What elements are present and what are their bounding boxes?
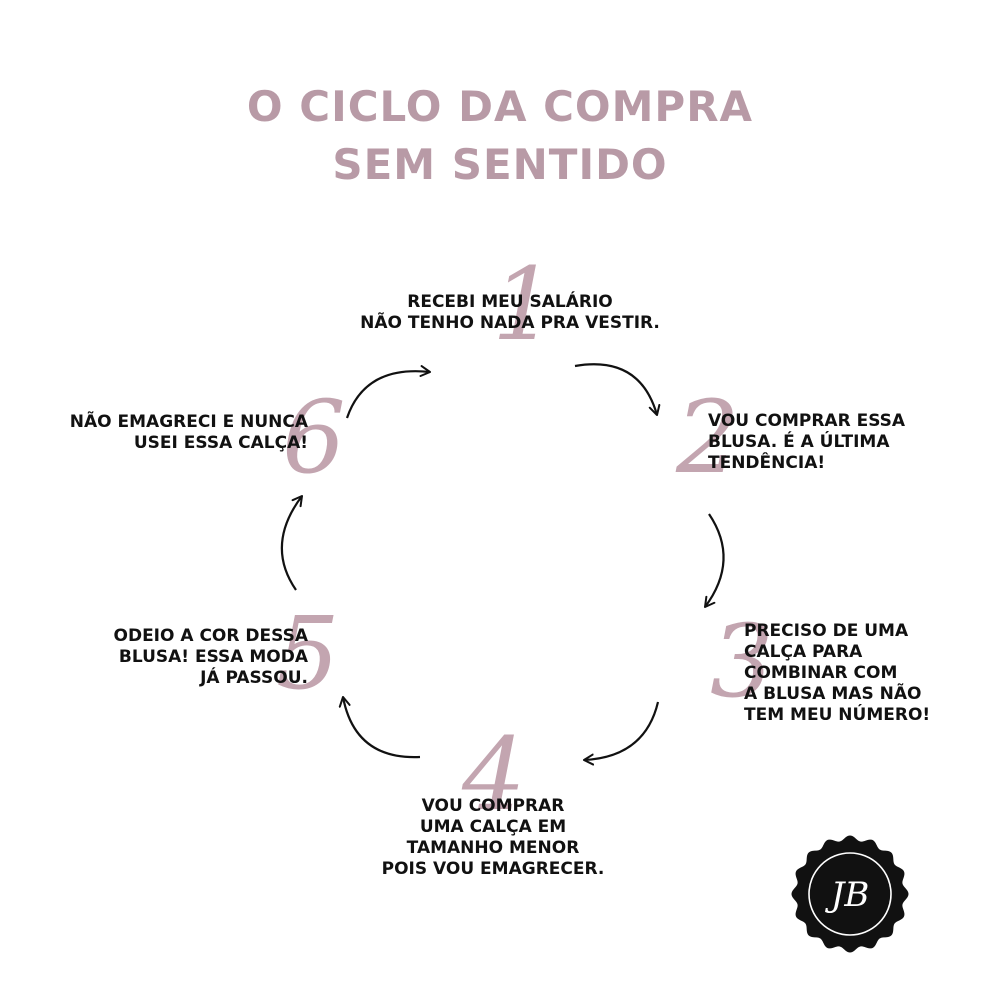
step-4-line: VOU COMPRAR	[421, 796, 565, 816]
step-number-3: 3	[710, 603, 774, 720]
step-2-line: BLUSA. É A ÚLTIMA	[708, 432, 890, 452]
step-text-3: PRECISO DE UMA CALÇA PARA COMBINAR COM A…	[744, 621, 984, 726]
seal-inner-ring	[808, 852, 892, 936]
step-4-line: TAMANHO MENOR	[406, 838, 580, 858]
arrow-5-to-6	[280, 495, 303, 591]
arrow-3-to-4	[583, 701, 660, 766]
step-1-line: RECEBI MEU SALÁRIO	[407, 292, 613, 312]
arrow-6-to-1	[345, 365, 431, 419]
step-text-1: RECEBI MEU SALÁRIO NÃO TENHO NADA PRA VE…	[340, 292, 680, 334]
step-number-2: 2	[676, 379, 740, 496]
step-text-2: VOU COMPRAR ESSA BLUSA. É A ÚLTIMA TENDÊ…	[708, 411, 938, 474]
step-4-line: UMA CALÇA EM	[419, 817, 567, 837]
step-3-line: A BLUSA MAS NÃO	[744, 684, 922, 704]
step-number-4: 4	[462, 716, 526, 833]
step-number-5: 5	[276, 595, 340, 712]
diagram-title: O CICLO DA COMPRA SEM SENTIDO	[0, 78, 1000, 194]
seal-monogram: JB	[825, 875, 870, 915]
step-5-line: JÁ PASSOU.	[200, 668, 308, 688]
step-5-line: BLUSA! ESSA MODA	[118, 647, 308, 667]
step-number-1: 1	[492, 246, 556, 363]
step-2-line: VOU COMPRAR ESSA	[708, 411, 906, 431]
step-text-4: VOU COMPRAR UMA CALÇA EM TAMANHO MENOR P…	[333, 796, 653, 880]
step-4-line: POIS VOU EMAGRECER.	[381, 859, 605, 879]
step-3-line: PRECISO DE UMA	[744, 621, 909, 641]
step-text-6: NÃO EMAGRECI E NUNCA USEI ESSA CALÇA!	[20, 412, 308, 454]
step-text-5: ODEIO A COR DESSA BLUSA! ESSA MODA JÁ PA…	[60, 626, 309, 689]
step-3-line: CALÇA PARA	[744, 642, 863, 662]
step-6-line: NÃO EMAGRECI E NUNCA	[69, 412, 308, 432]
arrow-4-to-5	[338, 696, 421, 759]
step-1-line: NÃO TENHO NADA PRA VESTIR.	[360, 313, 660, 333]
jb-logo-seal: JB	[791, 835, 909, 953]
step-6-line: USEI ESSA CALÇA!	[133, 433, 308, 453]
step-3-line: COMBINAR COM	[744, 663, 898, 683]
step-number-6: 6	[282, 379, 346, 496]
step-3-line: TEM MEU NÚMERO!	[744, 705, 931, 725]
arrow-1-to-2	[574, 363, 661, 416]
arrow-2-to-3	[704, 513, 725, 608]
title-line-1: O CICLO DA COMPRA	[246, 82, 754, 131]
step-2-line: TENDÊNCIA!	[708, 453, 826, 473]
step-5-line: ODEIO A COR DESSA	[113, 626, 309, 646]
title-line-2: SEM SENTIDO	[332, 140, 668, 189]
